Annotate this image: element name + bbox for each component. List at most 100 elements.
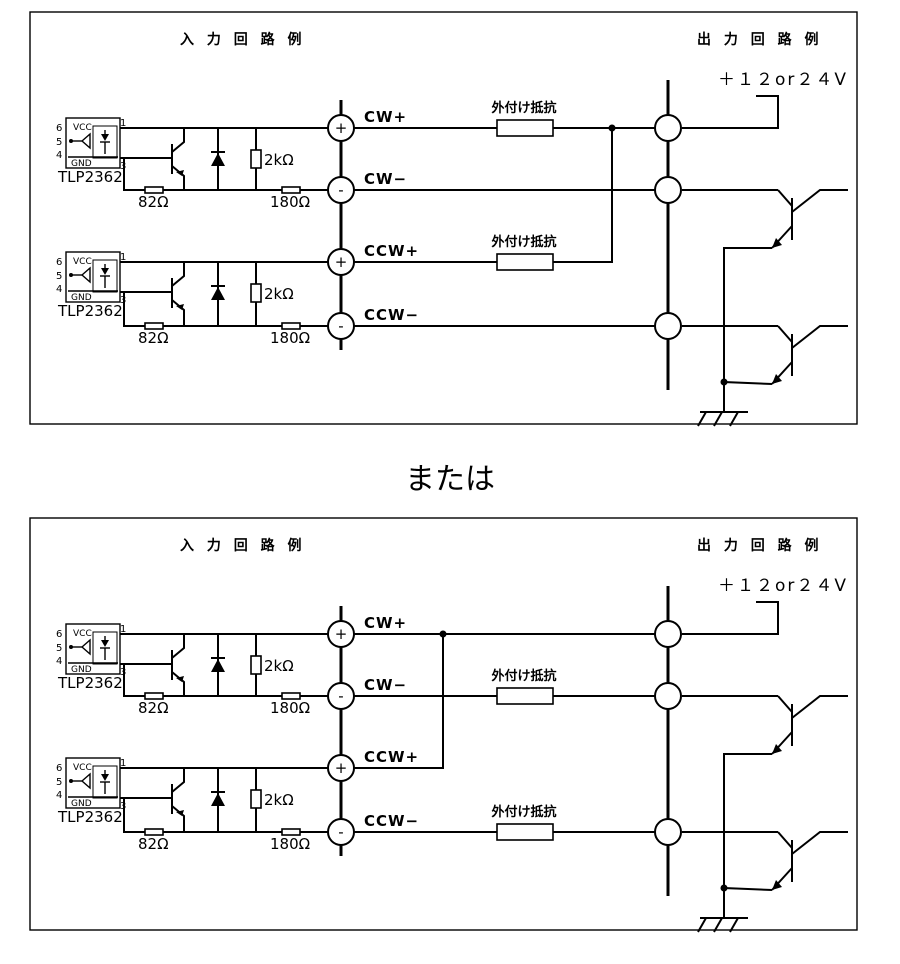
pin-4: 4	[56, 656, 62, 667]
diode-icon	[211, 153, 225, 166]
pin-5: 5	[56, 137, 62, 148]
resistor-82	[144, 828, 164, 836]
pin-6: 6	[56, 763, 62, 774]
separator-text: または	[405, 462, 495, 497]
resistor-82	[144, 692, 164, 700]
detector-icon	[101, 640, 109, 647]
resistor-180	[281, 828, 301, 836]
signal-minus-label: CCW−	[364, 306, 419, 324]
resistor-82-label: 82Ω	[138, 699, 169, 717]
detector-icon	[101, 268, 109, 275]
ext-resistor-label-1: 外付け抵抗	[490, 668, 556, 684]
diode-icon	[211, 287, 225, 300]
ext-resistor-label-2: 外付け抵抗	[490, 234, 556, 250]
resistor-2k-label: 2kΩ	[264, 657, 294, 675]
optocoupler-label: TLP2362	[57, 808, 123, 826]
resistor-82	[144, 322, 164, 330]
vcc-label: VCC	[73, 763, 92, 773]
ext-resistor-2	[496, 823, 554, 841]
output-transistor-2	[771, 831, 848, 891]
ext-resistor-1	[496, 687, 554, 705]
signal-minus-label: CW−	[364, 676, 407, 694]
resistor-180	[281, 692, 301, 700]
output-terminal-1	[654, 620, 682, 648]
ground-icon	[697, 411, 748, 427]
terminal-minus: -	[327, 312, 355, 340]
terminal-plus: +	[327, 248, 355, 276]
vcc-label: VCC	[73, 257, 92, 267]
optocoupler-label: TLP2362	[57, 302, 123, 320]
output-transistor-2	[771, 325, 848, 385]
ground-junction	[720, 884, 728, 892]
pin-1: 1	[120, 118, 126, 129]
detector-icon	[101, 774, 109, 781]
pin-4: 4	[56, 150, 62, 161]
power-label: ＋１２or２４V	[718, 70, 848, 90]
ground-junction	[720, 378, 728, 386]
minus-symbol: -	[338, 823, 343, 841]
output-terminal-2	[654, 176, 682, 204]
transistor-arrow	[176, 304, 184, 310]
pin-6: 6	[56, 629, 62, 640]
plus-symbol: +	[335, 759, 348, 777]
pin-6: 6	[56, 123, 62, 134]
output-header: 出 力 回 路 例	[697, 537, 823, 554]
pin-5: 5	[56, 777, 62, 788]
detector-icon	[101, 134, 109, 141]
transistor-arrow	[772, 744, 782, 754]
terminal-plus: +	[327, 620, 355, 648]
terminal-minus: -	[327, 176, 355, 204]
diode-icon	[211, 659, 225, 672]
diode-icon	[211, 793, 225, 806]
gnd-label: GND	[71, 665, 92, 675]
pin-5: 5	[56, 643, 62, 654]
pin-5: 5	[56, 271, 62, 282]
pin-6: 6	[56, 257, 62, 268]
resistor-2k	[250, 149, 262, 169]
output-terminal-3	[654, 818, 682, 846]
led-icon	[80, 638, 91, 656]
input-header: 入 力 回 路 例	[180, 537, 306, 554]
plus-symbol: +	[335, 119, 348, 137]
ext-resistor-2	[496, 253, 554, 271]
resistor-180	[281, 322, 301, 330]
vcc-label: VCC	[73, 629, 92, 639]
gnd-label: GND	[71, 159, 92, 169]
output-transistor-1	[771, 189, 848, 249]
resistor-2k	[250, 283, 262, 303]
resistor-82-label: 82Ω	[138, 329, 169, 347]
signal-plus-label: CW+	[364, 108, 407, 126]
ext-resistor-label-1: 外付け抵抗	[490, 100, 556, 116]
input-header: 入 力 回 路 例	[180, 31, 306, 48]
output-transistor-1	[771, 695, 848, 755]
transistor-arrow	[772, 880, 782, 890]
transistor-arrow	[176, 676, 184, 682]
minus-symbol: -	[338, 317, 343, 335]
output-terminal-3	[654, 312, 682, 340]
gnd-label: GND	[71, 799, 92, 809]
transistor-arrow	[176, 810, 184, 816]
plus-symbol: +	[335, 625, 348, 643]
transistor-arrow	[176, 170, 184, 176]
resistor-180-label: 180Ω	[270, 699, 310, 717]
resistor-180-label: 180Ω	[270, 329, 310, 347]
terminal-minus: -	[327, 682, 355, 710]
diagram-1: 入 力 回 路 例出 力 回 路 例＋１２or２４VVCCGND65413TLP…	[29, 11, 858, 427]
led-icon	[80, 772, 91, 790]
resistor-2k	[250, 789, 262, 809]
power-label: ＋１２or２４V	[718, 576, 848, 596]
signal-plus-label: CW+	[364, 614, 407, 632]
pin-4: 4	[56, 790, 62, 801]
diagram-frame	[29, 11, 858, 425]
pin-1: 1	[120, 624, 126, 635]
ground-icon	[697, 917, 748, 933]
vcc-label: VCC	[73, 123, 92, 133]
led-icon	[80, 266, 91, 284]
resistor-2k-label: 2kΩ	[264, 151, 294, 169]
